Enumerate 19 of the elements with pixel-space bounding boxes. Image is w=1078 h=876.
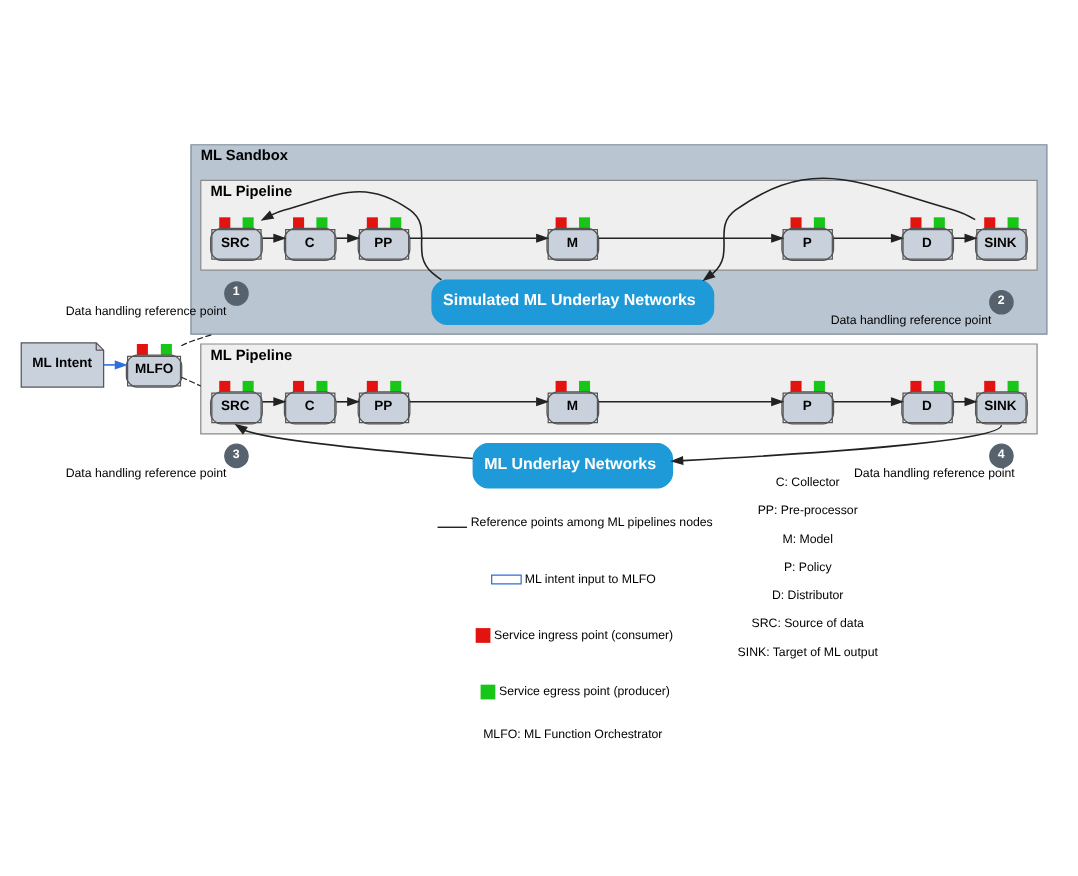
arrow: [260, 189, 443, 280]
arrow: [833, 396, 904, 406]
arrow: [335, 232, 361, 242]
arrow: [598, 396, 785, 406]
arrow: [953, 232, 978, 242]
arrow: [702, 176, 976, 281]
arrow: [598, 232, 785, 242]
arrow: [234, 422, 474, 459]
arrow: [335, 396, 361, 406]
arrow: [409, 232, 550, 242]
arrow: [103, 359, 128, 369]
arrow: [261, 232, 287, 242]
arrow: [670, 423, 1003, 465]
arrow: [409, 396, 550, 406]
connector: [180, 375, 202, 386]
connector: [180, 332, 215, 346]
arrow: [261, 396, 287, 406]
arrow: [833, 232, 904, 242]
arrow: [953, 396, 978, 406]
